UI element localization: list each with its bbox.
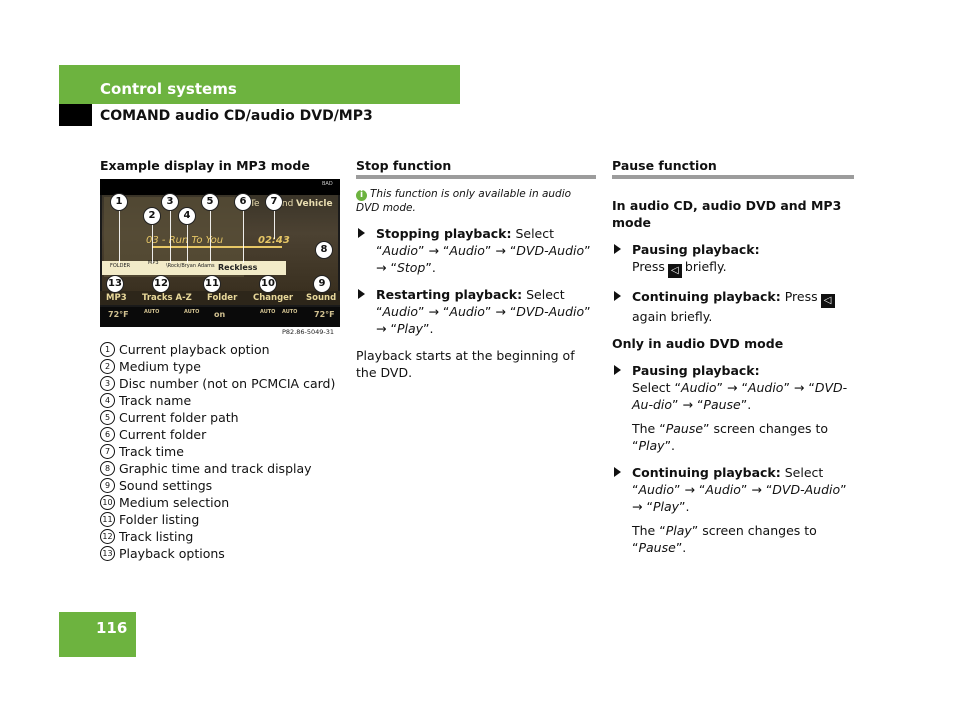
callout-13: 13 [106,275,124,293]
callout-9: 9 [313,275,331,293]
bottom-temp-right: 72°F [314,310,335,319]
bottom-auto-4: AUTO [282,309,298,315]
softkey-folder: Folder [207,293,238,303]
callout-12: 12 [152,275,170,293]
step-restarting: Restarting playback: Select “Audio” → “A… [356,286,596,337]
pause-heading: Pause function [612,158,717,173]
header-bar [59,65,460,104]
heading-rule [356,175,596,179]
bullet-arrow-icon [614,467,621,477]
softkey-sound: Sound [306,293,337,303]
bullet-arrow-icon [614,291,621,301]
bottom-auto-2: AUTO [184,309,200,315]
display-current-folder: Reckless [218,263,258,272]
bullet-arrow-icon [614,244,621,254]
playback-note: Playback starts at the beginning of the … [356,348,575,380]
callout-6: 6 [234,193,252,211]
display-tab-vehicle: Vehicle [296,199,333,209]
heading-rule [612,175,854,179]
callout-11: 11 [203,275,221,293]
page-number-box [59,612,136,657]
example-heading: Example display in MP3 mode [100,158,310,173]
pause-intro: In audio CD, audio DVD and MP3 mode [612,198,842,230]
play-screen-note: The “Play” screen changes to “Pause”. [632,523,817,555]
pause-screen-note: The “Pause” screen changes to “Play”. [632,421,829,453]
header-marker [59,104,92,126]
step-pausing: Pausing playback: Press◁briefly. [612,241,854,278]
display-status: BAD [322,181,333,187]
display-track-time: 02:43 [258,235,290,246]
callout-7: 7 [265,193,283,211]
info-icon: i [356,190,367,201]
step-pausing-dvd: Pausing playback: Select “Audio” → “Audi… [612,362,854,413]
bottom-auto-3: AUTO [260,309,276,315]
softkey-mp3: MP3 [106,293,127,303]
callout-4: 4 [178,207,196,225]
display-tab-tel: Te end [250,199,294,209]
stop-heading: Stop function [356,158,452,173]
column-pause-function: Pause function In audio CD, audio DVD an… [612,157,854,556]
bullet-arrow-icon [358,228,365,238]
bottom-temp-left: 72°F [108,310,129,319]
bottom-auto-1: AUTO [144,309,160,315]
callout-1: 1 [110,193,128,211]
step-continuing: Continuing playback: Press◁ again briefl… [612,288,854,325]
softkey-changer: Changer [253,293,294,303]
column-example-display: Example display in MP3 mode [100,157,340,175]
step-continuing-dvd: Continuing playback: Select “Audio” → “A… [612,464,854,515]
display-medium-label: MP3 [148,260,159,266]
callout-8: 8 [315,241,333,259]
display-folder-label: FOLDER [110,263,131,269]
mp3-display-image: BAD Te end Vehicle 03 - Run To You 02:43… [100,179,340,327]
bullet-arrow-icon [614,365,621,375]
section-title: Control systems [100,80,237,98]
callout-3: 3 [161,193,179,211]
callout-10: 10 [259,275,277,293]
dvd-only-heading: Only in audio DVD mode [612,336,784,351]
softkey-tracks: Tracks A-Z [142,293,192,303]
pause-key-icon: ◁ [667,264,682,278]
display-artist-path: \Rock/Bryan Adams [166,263,215,269]
step-stopping: Stopping playback: Select “Audio” → “Aud… [356,225,596,276]
callout-2: 2 [143,207,161,225]
bottom-on: on [214,310,226,319]
bullet-arrow-icon [358,289,365,299]
display-track-name: 03 - Run To You [146,235,224,246]
image-code: P82.86-5049-31 [282,328,335,336]
page-number: 116 [96,619,128,637]
callout-5: 5 [201,193,219,211]
display-folder-strip [102,261,286,275]
page-subtitle: COMAND audio CD/audio DVD/MP3 [100,108,373,124]
display-time-bar [152,246,282,248]
pause-key-icon: ◁ [820,294,835,308]
